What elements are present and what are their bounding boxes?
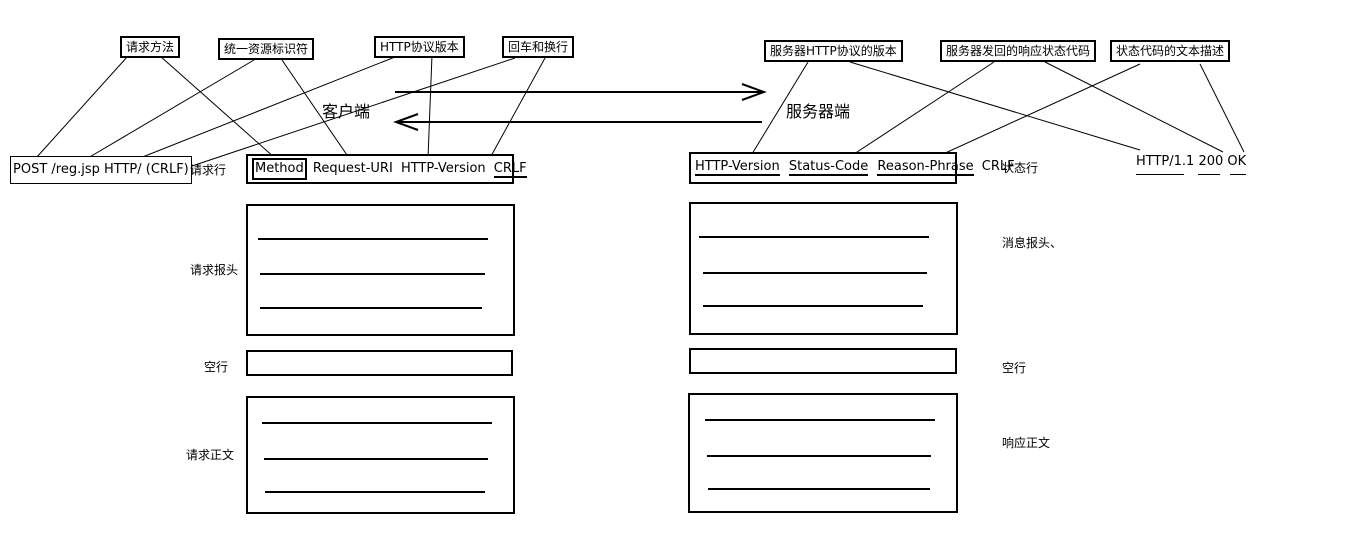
connector-method-row: [159, 55, 276, 159]
response-headers-box: [689, 202, 958, 335]
label-crlf: 回车和换行: [502, 36, 575, 58]
connector-crlf-example: [179, 57, 516, 171]
response-arrowhead: [393, 113, 419, 131]
header-line: [258, 238, 488, 240]
header-line: [260, 307, 482, 309]
left-label-body: 请求正文: [186, 448, 235, 462]
connector-reason-row: [929, 63, 1141, 161]
server-label: 服务器端: [786, 102, 851, 121]
status-line-row: HTTP-Version Status-Code Reason-Phrase C…: [689, 152, 1015, 184]
label-request-method: 请求方法: [120, 36, 181, 58]
header-line: [703, 272, 927, 274]
connector-reason-example: [1199, 63, 1245, 153]
status-crlf-token: CRLF: [981, 159, 1015, 174]
label-reason-phrase: 状态代码的文本描述: [1110, 40, 1231, 62]
label-server-http-version: 服务器HTTP协议的版本: [764, 40, 903, 62]
right-label-body: 响应正文: [1002, 436, 1051, 450]
left-label-blank: 空行: [204, 360, 229, 374]
label-status-code: 服务器发回的响应状态代码: [940, 40, 1097, 62]
right-label-status-line: 状态行: [1002, 161, 1039, 175]
example-reason-underline: [1230, 174, 1246, 175]
right-label-blank: 空行: [1002, 361, 1027, 375]
header-line: [699, 236, 929, 238]
request-version-token: HTTP-Version: [400, 161, 486, 176]
left-label-request-line: 请求行: [190, 163, 227, 177]
request-line-row: Method Request-URI HTTP-Version CRLF: [246, 154, 527, 184]
connector-server-version-row: [751, 61, 809, 155]
request-body-box: [246, 396, 515, 514]
connector-crlf-row: [489, 57, 546, 159]
client-label: 客户端: [322, 102, 371, 121]
example-code-underline: [1198, 174, 1220, 175]
body-line: [708, 488, 930, 490]
header-line: [260, 273, 485, 275]
connector-uri-example: [87, 59, 255, 159]
status-reason-token: Reason-Phrase: [877, 159, 974, 176]
body-line: [705, 419, 935, 421]
request-method-token: Method: [252, 158, 307, 180]
request-arrowhead: [741, 83, 767, 101]
connector-server-version-example: [849, 61, 1141, 151]
body-line: [265, 491, 485, 493]
connector-version-example: [139, 54, 401, 159]
left-label-headers: 请求报头: [190, 263, 239, 277]
connector-status-code-example: [1044, 61, 1224, 153]
status-code-token: Status-Code: [788, 159, 869, 176]
body-line: [262, 422, 492, 424]
connector-status-code-row: [847, 61, 995, 159]
request-headers-box: [246, 204, 515, 336]
body-line: [707, 455, 931, 457]
example-version-underline: [1136, 174, 1184, 175]
body-line: [264, 458, 488, 460]
response-body-box: [688, 393, 958, 513]
request-blank-line-box: [246, 350, 513, 376]
header-line: [703, 305, 923, 307]
connector-uri-row: [281, 59, 350, 159]
connector-method-example: [35, 55, 129, 159]
request-crlf-token: CRLF: [493, 161, 527, 178]
example-request: POST /reg.jsp HTTP/ (CRLF): [10, 156, 192, 184]
status-version-token: HTTP-Version: [695, 159, 780, 176]
request-uri-token: Request-URI: [312, 161, 393, 176]
right-label-headers: 消息报头、: [1002, 236, 1063, 250]
label-request-uri: 统一资源标识符: [218, 38, 315, 60]
response-blank-line-box: [689, 348, 957, 374]
example-response: HTTP/1.1 200 OK: [1136, 154, 1247, 169]
connector-version-row: [427, 54, 433, 159]
label-http-version: HTTP协议版本: [374, 36, 465, 58]
